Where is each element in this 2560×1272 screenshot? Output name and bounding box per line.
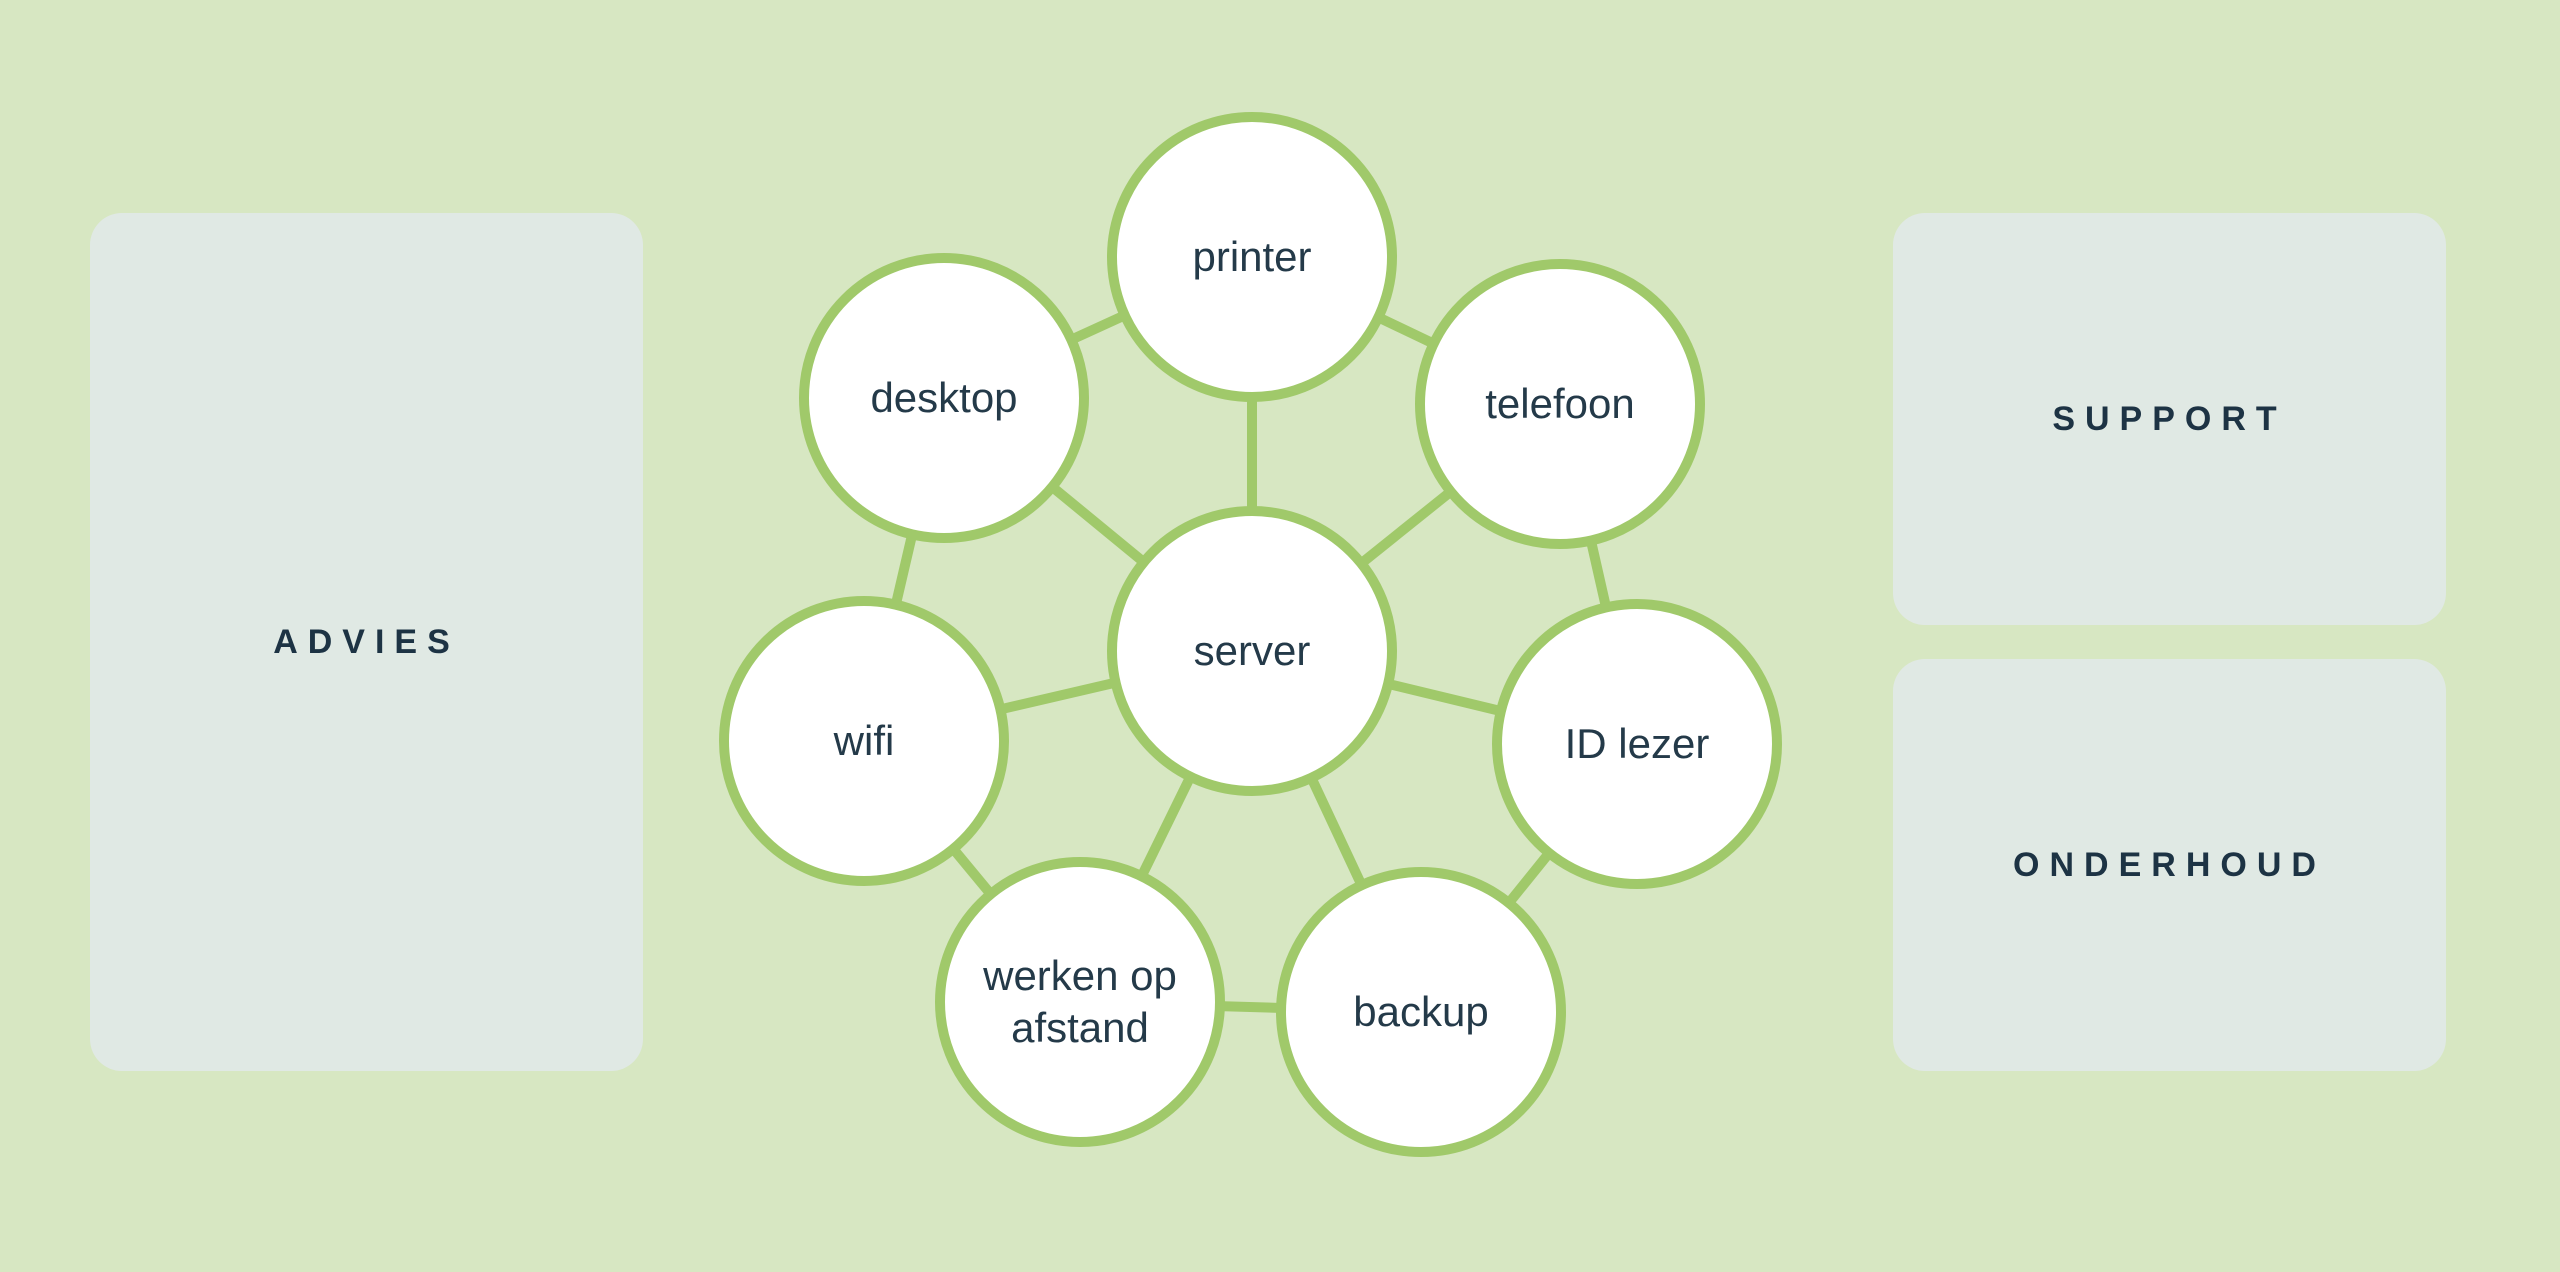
- node-server: server: [1107, 506, 1397, 796]
- node-wifi-label: wifi: [833, 716, 895, 764]
- panel-advies-label: ADVIES: [273, 622, 460, 661]
- node-desktop-label: desktop: [870, 373, 1018, 421]
- node-werken-op-afstand: werken op afstand: [935, 857, 1225, 1147]
- node-desktop: desktop: [799, 253, 1089, 543]
- node-telefoon-label: telefoon: [1485, 379, 1635, 427]
- node-server-label: server: [1193, 626, 1311, 674]
- node-wifi: wifi: [719, 596, 1009, 886]
- node-werken-op-afstand-label: werken op afstand: [983, 951, 1177, 1052]
- panel-onderhoud-label: ONDERHOUD: [2013, 845, 2326, 884]
- node-id-lezer: ID lezer: [1492, 599, 1782, 889]
- panel-advies: ADVIES: [90, 213, 643, 1071]
- node-printer: printer: [1107, 112, 1397, 402]
- node-id-lezer-label: ID lezer: [1564, 719, 1710, 767]
- panel-support-label: SUPPORT: [2052, 399, 2287, 438]
- node-printer-label: printer: [1192, 232, 1312, 280]
- node-telefoon: telefoon: [1415, 259, 1705, 549]
- panel-onderhoud: ONDERHOUD: [1893, 659, 2446, 1071]
- panel-support: SUPPORT: [1893, 213, 2446, 625]
- node-backup: backup: [1276, 867, 1566, 1157]
- node-backup-label: backup: [1353, 987, 1489, 1035]
